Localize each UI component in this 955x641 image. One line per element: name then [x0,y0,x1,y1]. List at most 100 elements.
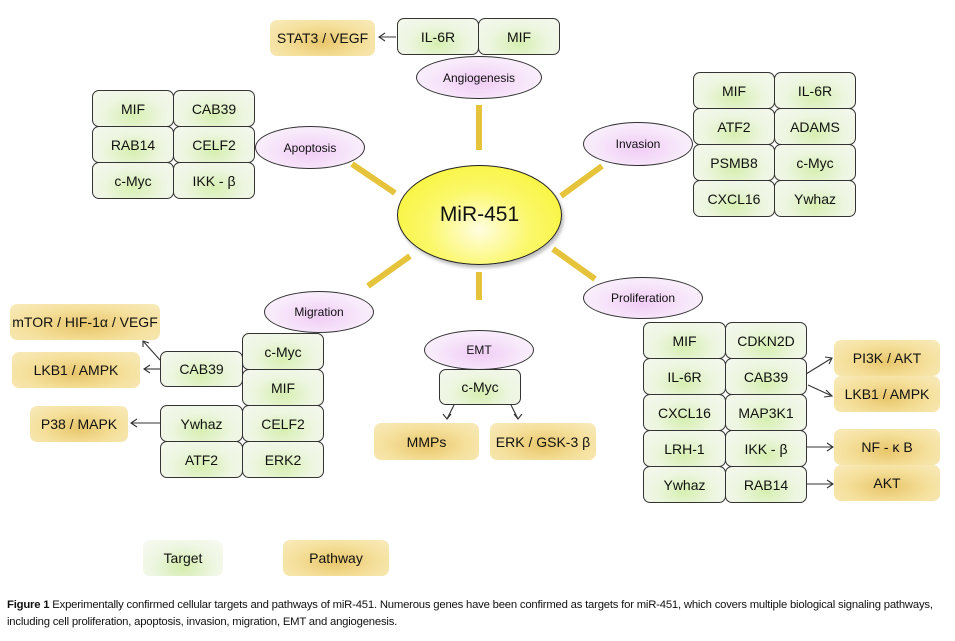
process-migration: Migration [264,291,374,333]
target-label: CAB39 [743,368,789,385]
process-label: Invasion [615,137,661,151]
target-il6r: IL-6R [774,72,856,109]
target-rab14: RAB14 [92,126,174,163]
target-cab39: CAB39 [173,90,255,127]
target-label: CDKN2D [737,332,795,349]
target-cxcl16: CXCL16 [643,394,726,431]
target-label: PSMB8 [710,154,758,171]
arrow-cab39-lkb1-prolif [807,384,833,397]
target-cdkn2d: CDKN2D [725,322,807,359]
target-c-myc: c-Myc [774,144,856,181]
target-ywhaz: Ywhaz [160,405,243,442]
target-celf2: CELF2 [173,126,255,163]
target-label: c-Myc [796,154,834,171]
target-celf2: CELF2 [242,405,324,442]
caption-label: Figure 1 [7,599,50,611]
target-label: c-Myc [114,172,152,189]
pathway-label: P38 / MAPK [40,416,118,432]
target-psmb8: PSMB8 [693,144,775,181]
pathway-label: PI3K / AKT [852,350,922,366]
target-label: IL-6R [797,82,833,99]
center-label: MiR-451 [439,203,520,226]
pathway-lkb1-ampk: LKB1 / AMPK [12,352,140,388]
arrowhead-icon [130,418,138,428]
pathway-stat3-vegf: STAT3 / VEGF [270,20,375,56]
target-cab39: CAB39 [725,358,807,395]
target-label: IL-6R [420,28,456,45]
arrowhead-icon [823,389,834,398]
process-apoptosis: Apoptosis [255,126,365,169]
target-label: LRH-1 [664,440,705,457]
target-mif: MIF [478,18,560,55]
target-c-myc: c-Myc [92,162,174,199]
arrowhead-icon [378,32,386,42]
figure-caption: Figure 1 Experimentally confirmed cellul… [7,597,952,631]
target-ikk-beta: IKK - β [173,162,255,199]
pathway-mtor-hif1a-vegf: mTOR / HIF-1α / VEGF [10,304,160,340]
spoke-invasion [559,163,604,199]
target-c-myc: c-Myc [439,369,521,405]
target-label: RAB14 [110,136,156,153]
target-label: CELF2 [261,415,305,432]
target-label: MIF [120,100,146,117]
pathway-nf-kb: NF - κ B [834,429,940,465]
process-label: Migration [294,305,344,319]
target-atf2: ATF2 [693,108,775,145]
pathway-pi3k-akt: PI3K / AKT [834,340,940,376]
target-mif: MIF [693,72,775,109]
pathway-lkb1-ampk: LKB1 / AMPK [834,376,940,412]
process-label: EMT [466,343,492,357]
pathway-label: ERK / GSK-3 β [495,433,591,450]
pathway-mmps: MMPs [374,423,479,460]
target-label: IKK - β [192,172,236,189]
spoke-migration [366,253,412,289]
pathway-label: AKT [873,475,901,491]
arrowhead-icon [826,479,834,489]
target-label: IKK - β [744,440,788,457]
target-erk2: ERK2 [242,441,324,478]
process-proliferation: Proliferation [583,277,703,319]
target-il6r: IL-6R [643,358,726,395]
pathway-label: MMPs [406,433,447,450]
target-label: c-Myc [264,343,302,360]
target-ywhaz: Ywhaz [643,466,726,503]
legend-pathway: Pathway [283,540,389,576]
process-label: Angiogenesis [442,70,516,85]
target-label: MIF [672,332,697,349]
target-label: Ywhaz [663,476,706,493]
arrowhead-icon [143,364,151,374]
arrowhead-icon [442,413,452,420]
spoke-proliferation [551,246,597,282]
target-label: ATF2 [717,118,751,135]
target-label: MIF [270,379,296,396]
target-label: CAB39 [191,100,237,117]
target-label: MAP3K1 [738,404,794,421]
target-ywhaz: Ywhaz [774,180,856,217]
pathway-p38-mapk: P38 / MAPK [30,406,128,442]
arrow-cab39-pi3k [805,357,833,375]
target-ikk-beta: IKK - β [725,430,807,467]
arrowhead-icon [513,413,523,420]
target-label: CXCL16 [658,404,711,421]
legend-pathway-label: Pathway [309,550,363,566]
process-invasion: Invasion [583,122,693,166]
target-rab14: RAB14 [725,466,807,503]
center-node-mir451: MiR-451 [397,165,562,265]
pathway-label: NF - κ B [861,439,913,455]
pathway-label: mTOR / HIF-1α / VEGF [12,314,158,330]
target-label: Ywhaz [180,415,223,432]
target-label: MIF [506,28,532,45]
arrowhead-icon [142,340,150,347]
pathway-label: STAT3 / VEGF [276,30,369,46]
target-cab39: CAB39 [160,351,243,387]
arrowhead-icon [826,442,834,452]
legend-target-label: Target [163,550,203,566]
target-adams: ADAMS [774,108,856,145]
pathway-label: LKB1 / AMPK [844,386,930,402]
pathway-erk-gsk3b: ERK / GSK-3 β [490,423,596,460]
process-angiogenesis: Angiogenesis [416,56,542,99]
target-map3k1: MAP3K1 [725,394,807,431]
target-lrh1: LRH-1 [643,430,726,467]
target-label: MIF [721,82,747,99]
